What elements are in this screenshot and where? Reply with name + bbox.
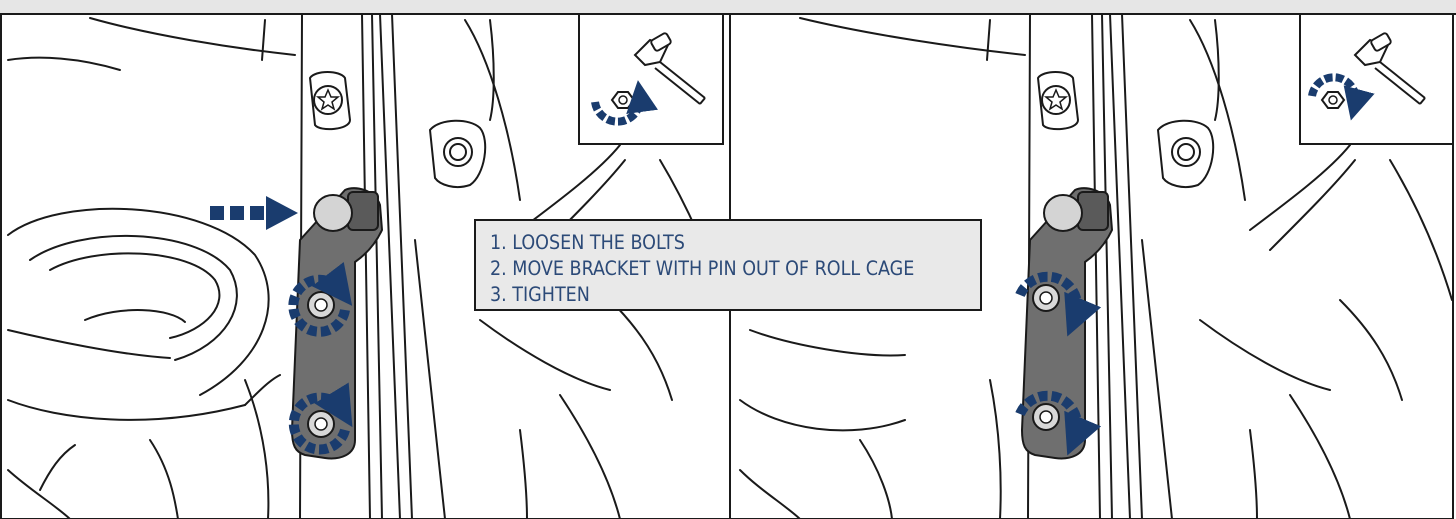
star-icon (314, 86, 342, 114)
top-band (0, 0, 1456, 14)
bolt-icon (1033, 285, 1059, 311)
wrench-loosen-insert (579, 14, 723, 144)
pin-icon (1044, 195, 1082, 231)
bolt-icon (308, 292, 334, 318)
mount-ring-icon (1172, 138, 1200, 166)
bolt-icon (308, 411, 334, 437)
star-icon (1042, 86, 1070, 114)
instruction-box: 1. LOOSEN THE BOLTS 2. MOVE BRACKET WITH… (474, 219, 982, 311)
pin-icon (314, 195, 352, 231)
instruction-step-2: 2. MOVE BRACKET WITH PIN OUT OF ROLL CAG… (490, 256, 980, 282)
bolt-icon (1033, 404, 1059, 430)
mount-ring-icon (444, 138, 472, 166)
instruction-step-3: 3. TIGHTEN (490, 282, 980, 308)
nut-icon (1322, 92, 1344, 108)
instruction-step-1: 1. LOOSEN THE BOLTS (490, 230, 980, 256)
wrench-tighten-insert (1300, 14, 1453, 144)
nut-icon (612, 92, 634, 108)
push-arrow-icon (210, 196, 298, 230)
